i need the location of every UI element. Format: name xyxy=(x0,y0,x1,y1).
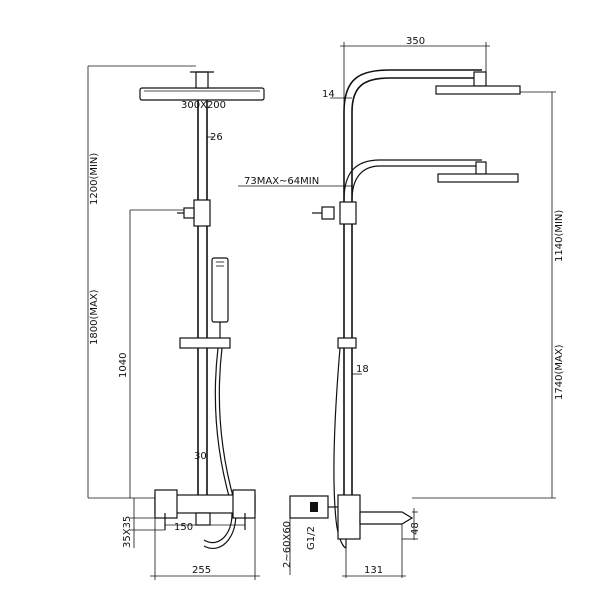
label-spout-length: 131 xyxy=(364,565,383,576)
label-head-height-min: 1140(MIN) xyxy=(554,210,565,262)
front-diverter-knob xyxy=(183,207,195,219)
front-mixer-right-knob xyxy=(232,489,256,519)
label-arm-length: 350 xyxy=(406,36,425,47)
side-lower-head-connector xyxy=(475,161,487,175)
side-mixer-body xyxy=(337,494,361,540)
label-thread-size: G1/2 xyxy=(306,526,317,550)
side-upper-head-connector xyxy=(473,71,487,87)
side-hose xyxy=(333,347,347,549)
label-connection-depth: 2~60X60 xyxy=(282,521,293,568)
front-head-connector xyxy=(195,71,209,89)
label-pipe-diameter: 26 xyxy=(210,132,223,143)
front-diverter-body xyxy=(193,199,211,227)
label-height-min: 1200(MIN) xyxy=(89,153,100,205)
side-diverter-knob xyxy=(321,206,335,220)
side-slider-bracket xyxy=(337,337,357,349)
label-side-lower-pipe: 18 xyxy=(356,364,369,375)
label-lower-pipe-diameter: 30 xyxy=(194,451,207,462)
label-spout-height: 48 xyxy=(410,522,421,535)
front-mixer-outlet xyxy=(195,512,211,526)
label-bottom-offset: 35X35 xyxy=(122,516,133,548)
side-view: 350 14 73MAX~64MIN 1140(MIN) 1740(MAX) 1… xyxy=(238,36,565,578)
side-upper-arm-inner xyxy=(351,77,482,340)
side-wall-fitting xyxy=(310,502,318,512)
side-lower-shower-head xyxy=(437,173,519,183)
front-slider-bracket xyxy=(179,337,231,349)
label-total-width: 255 xyxy=(192,565,211,576)
label-center-distance: 150 xyxy=(174,522,193,533)
front-shower-head xyxy=(139,87,265,101)
front-hand-shower xyxy=(211,257,229,323)
label-head-size: 300X200 xyxy=(181,100,226,111)
label-height-max: 1800(MAX) xyxy=(89,289,100,345)
label-arm-diameter: 14 xyxy=(322,89,335,100)
side-lower-arm-outer xyxy=(343,159,482,201)
side-upper-arm-outer xyxy=(343,69,482,340)
side-wall-connector xyxy=(289,495,329,519)
side-diverter-body xyxy=(339,201,357,225)
front-view: 1200(MIN) 1800(MAX) 1040 300X200 26 30 3… xyxy=(87,65,265,580)
label-head-height-max: 1740(MAX) xyxy=(554,344,565,400)
side-spout xyxy=(359,511,414,525)
side-lower-arm-inner xyxy=(351,165,482,201)
front-mixer-left-knob xyxy=(154,489,178,519)
label-inlet-spacing: 73MAX~64MIN xyxy=(244,176,319,187)
label-valve-height: 1040 xyxy=(118,353,129,378)
side-upper-shower-head xyxy=(435,85,521,95)
front-hose xyxy=(203,347,233,544)
